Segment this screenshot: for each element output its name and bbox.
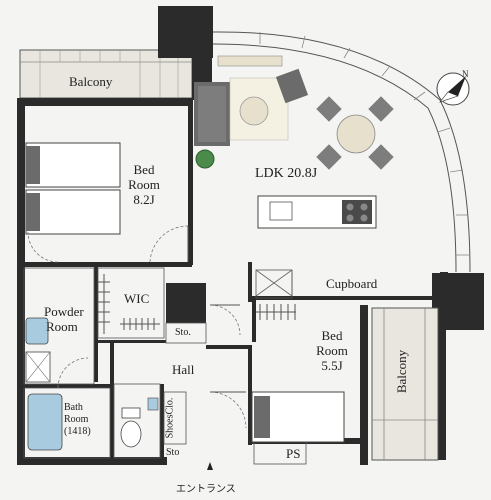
bedroom1-label: Bed Room 8.2J <box>126 162 162 207</box>
bathtub <box>27 393 63 451</box>
entrance-label: エントランス <box>176 484 236 495</box>
washer-pan <box>25 351 51 383</box>
balcony-top-label: Balcony <box>69 74 113 89</box>
cupboard-cross <box>255 269 293 297</box>
storage1-label: Sto. <box>175 327 191 338</box>
powder-label-line2: Room <box>46 319 78 334</box>
bedroom1-label-line3: 8.2J <box>133 192 155 207</box>
cupboard-label: Cupboard <box>326 276 378 291</box>
wic-hangers <box>98 274 160 334</box>
shoes-closet-label: ShoesClo. <box>164 397 176 439</box>
kitchen-island <box>257 195 377 229</box>
storage2-label: Sto <box>166 447 180 458</box>
bathroom-label-line1: Bath <box>64 402 83 413</box>
powder-room-label: Powder Room <box>44 304 84 334</box>
hall-label: Hall <box>172 362 195 377</box>
compass-icon <box>436 72 470 106</box>
tv-console <box>217 55 283 67</box>
balcony-right-area <box>371 307 439 461</box>
bedroom2-closet-hangers <box>256 304 296 320</box>
powder-label-line1: Powder <box>44 304 84 319</box>
toilet <box>120 407 142 448</box>
bedroom1-label-line1: Bed <box>133 162 155 177</box>
column-top <box>158 6 213 58</box>
ps-label: PS <box>286 446 301 461</box>
plant <box>195 149 215 169</box>
bedroom1-label-line2: Room <box>128 177 160 192</box>
room-boundaries <box>23 267 307 465</box>
bedroom2-label: Bed Room 5.5J <box>312 328 352 373</box>
rug-and-coffee-table <box>229 77 289 141</box>
bathroom-label-line3: (1418) <box>64 426 91 437</box>
column-center <box>166 283 206 323</box>
sofa <box>194 82 230 146</box>
wic-label: WIC <box>124 291 150 306</box>
interior-walls <box>24 100 438 460</box>
bedroom2-label-line1: Bed <box>321 328 343 343</box>
dining-set <box>316 96 394 170</box>
compass-north-label: N <box>462 69 469 79</box>
door-leaves <box>187 226 246 393</box>
bathroom-label-line2: Room <box>64 414 89 425</box>
ldk-label: LDK 20.8J <box>255 166 318 181</box>
column-right <box>432 273 484 330</box>
bed-1b <box>25 189 121 235</box>
bathroom-label: Bath Room (1418) <box>64 402 91 438</box>
bed-1a <box>25 142 121 188</box>
armchair <box>275 68 309 104</box>
entrance-arrow-icon <box>207 462 213 470</box>
bed-2 <box>251 391 345 443</box>
powder-sink <box>25 317 49 345</box>
curved-window-mullions <box>259 32 469 256</box>
ldk-curved-window-inner <box>211 43 457 273</box>
balcony-right-label: Balcony <box>394 349 410 394</box>
bedroom2-label-line3: 5.5J <box>321 358 343 373</box>
ldk-curved-window <box>211 31 471 273</box>
bath-vanity <box>147 397 159 411</box>
bedroom2-label-line2: Room <box>316 343 348 358</box>
